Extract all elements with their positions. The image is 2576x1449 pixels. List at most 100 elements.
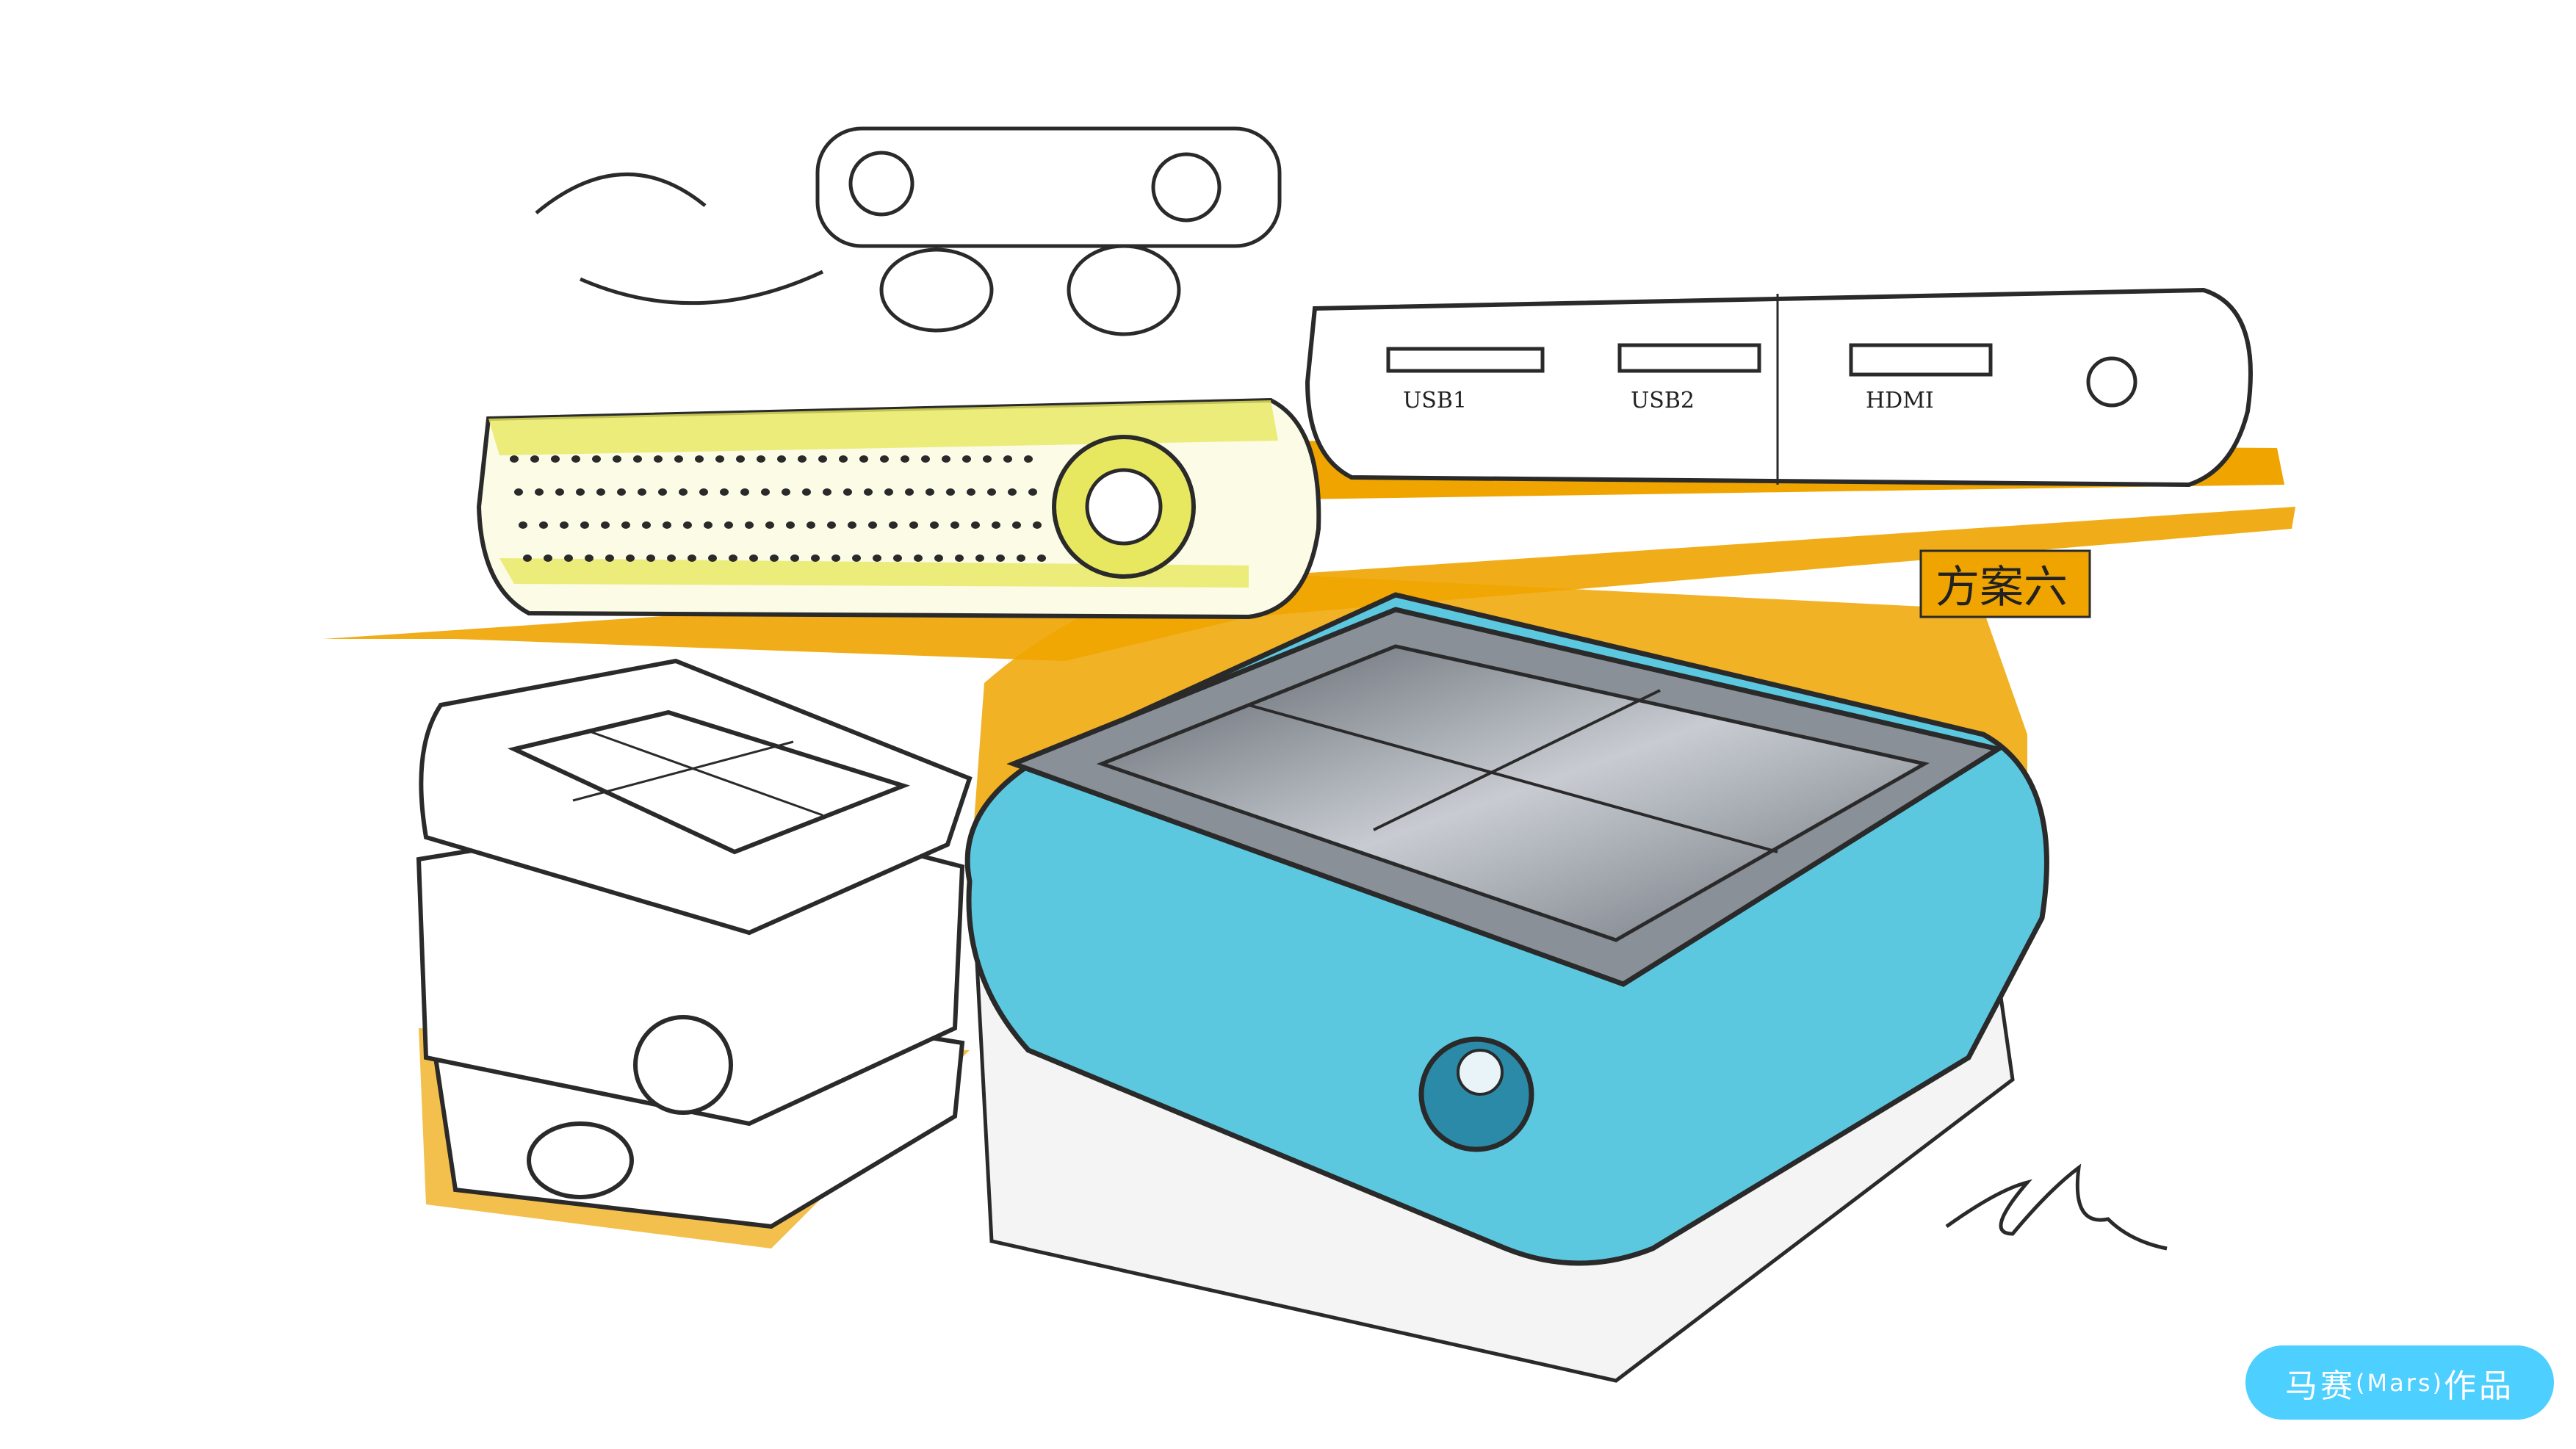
- perforation-dot: [983, 455, 992, 463]
- perforation-dot: [519, 521, 527, 529]
- perforation-dot: [724, 521, 733, 529]
- badge-name: 马赛: [2284, 1367, 2356, 1405]
- perforation-dot: [736, 455, 745, 463]
- perforation-dot: [967, 488, 975, 496]
- perforation-dot: [560, 521, 569, 529]
- perforation-dot: [996, 554, 1005, 562]
- perforation-dot: [975, 554, 984, 562]
- perforation-dot: [884, 488, 893, 496]
- perforation-dot: [823, 488, 831, 496]
- scheme-label-text: 方案六: [1935, 562, 2068, 613]
- perforation-dot: [807, 521, 815, 529]
- perforation-dot: [1028, 488, 1037, 496]
- perforation-dot: [535, 488, 544, 496]
- perforation-dot: [921, 455, 930, 463]
- perforation-dot: [946, 488, 955, 496]
- perforation-dot: [544, 554, 552, 562]
- perforation-dot: [880, 455, 889, 463]
- perforation-dot: [613, 455, 621, 463]
- signature: [1945, 1163, 2168, 1251]
- perforation-dot: [765, 521, 774, 529]
- perforation-dot: [704, 521, 712, 529]
- perforation-dot: [818, 455, 827, 463]
- perforation-dot: [638, 488, 646, 496]
- perforation-dot: [992, 521, 1000, 529]
- perforation-dot: [642, 521, 651, 529]
- perforation-dot: [1003, 455, 1012, 463]
- perforation-dot: [667, 554, 676, 562]
- perforation-dot: [699, 488, 708, 496]
- perforation-dot: [873, 554, 881, 562]
- perforation-dot: [930, 521, 939, 529]
- perforation-dot: [761, 488, 770, 496]
- port-strip-sketch: USB1 USB2 HDMI: [1305, 287, 2253, 488]
- port-label-hdmi: HDMI: [1866, 388, 1934, 413]
- scheme-label: 方案六: [1919, 549, 2091, 618]
- perforation-dot: [658, 488, 667, 496]
- perforation-dot: [580, 521, 589, 529]
- perforation-dot: [740, 488, 749, 496]
- badge-suffix: 作品: [2444, 1367, 2514, 1405]
- port-label-usb2: USB2: [1631, 388, 1695, 413]
- perforation-dot: [770, 554, 779, 562]
- perforation-dot: [934, 554, 943, 562]
- perforation-dot: [962, 455, 971, 463]
- perforation-dot: [987, 488, 996, 496]
- perforation-dot: [564, 554, 573, 562]
- perforation-dot: [831, 554, 840, 562]
- perforation-dot: [745, 521, 754, 529]
- perforation-dot: [621, 521, 630, 529]
- perforation-dot: [955, 554, 964, 562]
- perforation-dot: [708, 554, 717, 562]
- perforation-dot: [646, 554, 655, 562]
- perforation-dot: [868, 521, 877, 529]
- perforation-dot: [757, 455, 765, 463]
- perforation-dot: [510, 455, 519, 463]
- perforation-dot: [605, 554, 614, 562]
- author-badge: 马赛(Mars)作品: [2245, 1345, 2554, 1420]
- perforation-dot: [679, 488, 688, 496]
- perforation-dot: [617, 488, 626, 496]
- perforation-dot: [889, 521, 898, 529]
- perforation-dot: [914, 554, 923, 562]
- perforation-dot: [633, 455, 642, 463]
- perforation-dot: [864, 488, 873, 496]
- perforation-dot: [971, 521, 980, 529]
- perforation-dot: [950, 521, 959, 529]
- perforation-dot: [777, 455, 786, 463]
- port-label-usb1: USB1: [1403, 388, 1467, 413]
- perforation-dot: [514, 488, 523, 496]
- perforation-dot: [848, 521, 856, 529]
- perforation-dot: [523, 554, 532, 562]
- perforation-dot: [555, 488, 564, 496]
- perforation-dot: [893, 554, 902, 562]
- perforation-dot: [811, 554, 820, 562]
- perforation-dot: [576, 488, 585, 496]
- perforation-dot: [663, 521, 671, 529]
- perforation-dot: [530, 455, 539, 463]
- perforation-dot: [798, 455, 807, 463]
- top-pill-sketch: [535, 126, 1282, 336]
- perforation-dot: [1033, 521, 1042, 529]
- perforation-dot: [905, 488, 914, 496]
- perforation-dot: [1012, 521, 1021, 529]
- badge-latin: (Mars): [2355, 1368, 2444, 1397]
- perforation-dot: [729, 554, 737, 562]
- perforation-dot: [786, 521, 795, 529]
- perforation-dot: [715, 455, 724, 463]
- speaker-strip-sketch: [476, 397, 1321, 620]
- perforation-dot: [571, 455, 580, 463]
- perforation-dot: [790, 554, 799, 562]
- perforation-dot: [802, 488, 811, 496]
- perforation-dot: [926, 488, 934, 496]
- perforation-dot: [674, 455, 683, 463]
- perforation-dot: [839, 455, 848, 463]
- main-device-sketch: [964, 592, 2049, 1383]
- perforation-dot: [683, 521, 692, 529]
- perforation-dot: [749, 554, 758, 562]
- perforation-dot: [585, 554, 594, 562]
- perforation-dot: [852, 554, 861, 562]
- perforation-dot: [1024, 455, 1033, 463]
- perforation-dot: [901, 455, 909, 463]
- perforation-dot: [688, 554, 696, 562]
